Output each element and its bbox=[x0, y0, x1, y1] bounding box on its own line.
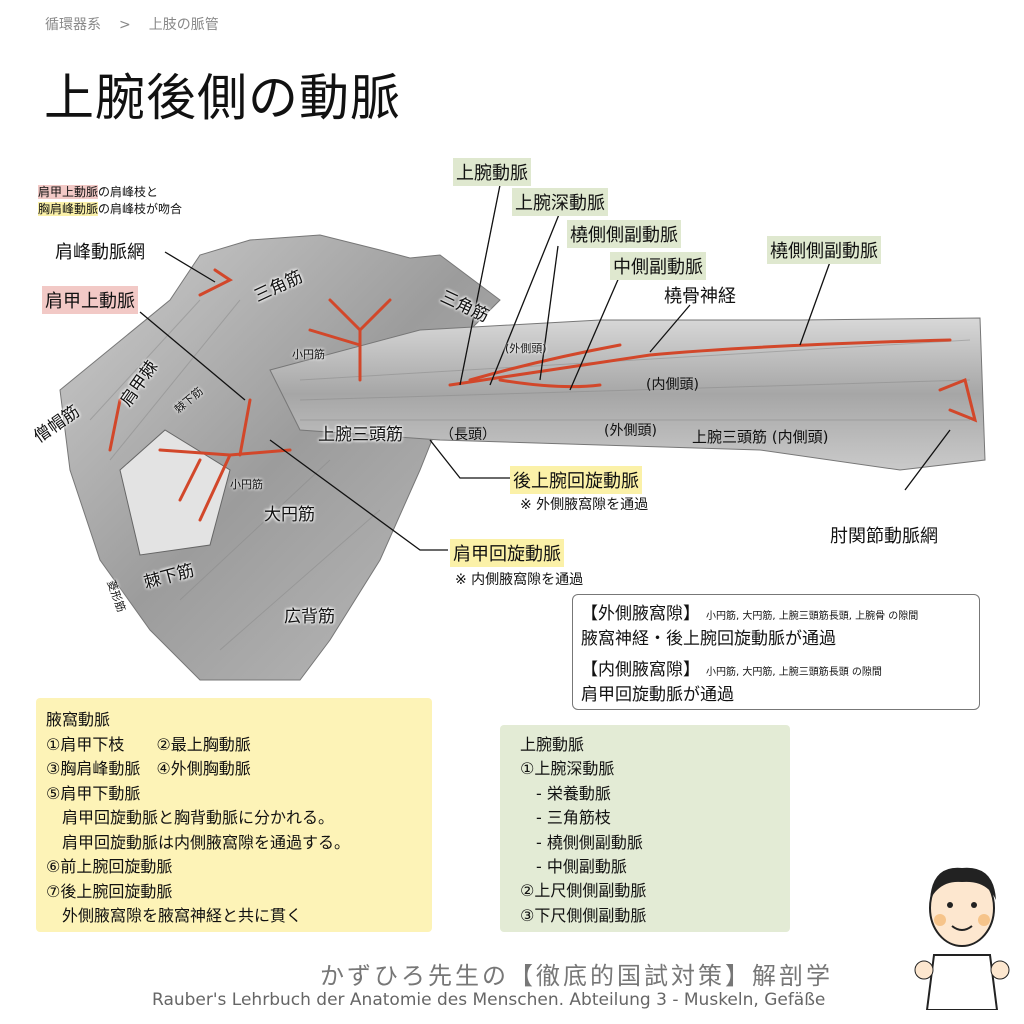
axillary-spaces-box: 【外側腋窩隙】小円筋, 大円筋, 上腕三頭筋長頭, 上腕骨 の隙間 腋窩神経・後… bbox=[572, 594, 980, 710]
list-item: 腋窩動脈 bbox=[46, 710, 111, 729]
note-medial-space: ※ 内側腋窩隙を通過 bbox=[455, 572, 584, 588]
label-radial-nerve: 橈骨神経 bbox=[664, 286, 736, 307]
list-item: - 三角筋枝 bbox=[520, 808, 611, 828]
axillary-artery-box: 腋窩動脈 ①肩甲下枝 ②最上胸動脈 ③胸肩峰動脈 ④外側胸動脈 ⑤肩甲下動脈 肩… bbox=[36, 698, 432, 932]
note-text: の肩峰枝と bbox=[98, 185, 159, 199]
label-suprascapular-artery: 肩甲上動脈 bbox=[42, 286, 138, 314]
brachial-artery-box: 上腕動脈 ①上腕深動脈 - 栄養動脈 - 三角筋枝 - 橈側側副動脈 - 中側副… bbox=[500, 725, 790, 932]
leader-lines bbox=[139, 184, 951, 551]
medial-space-pass: 肩甲回旋動脈が通過 bbox=[581, 685, 734, 705]
muscle-lateral-head: (外側頭) bbox=[505, 342, 547, 355]
muscle-teres-major: 大円筋 bbox=[264, 505, 315, 525]
muscle-triceps: 上腕三頭筋 bbox=[318, 425, 403, 445]
list-item: ③胸肩峰動脈 ④外側胸動脈 bbox=[46, 759, 251, 778]
label-deep-brachial-artery: 上腕深動脈 bbox=[512, 188, 608, 216]
list-item: 肩甲回旋動脈は内側腋窩隙を通過する。 bbox=[46, 832, 351, 852]
label-middle-collateral-artery: 中側副動脈 bbox=[610, 252, 706, 280]
label-elbow-network: 肘関節動脈網 bbox=[830, 526, 938, 547]
muscle-lateral-head: (外側頭) bbox=[604, 423, 657, 439]
label-acromial-network: 肩峰動脈網 bbox=[55, 242, 145, 263]
muscle-long-head: （長頭） bbox=[440, 427, 496, 443]
list-item: ②上尺側側副動脈 bbox=[520, 881, 647, 901]
anastomosis-note: 肩甲上動脈の肩峰枝と 胸肩峰動脈の肩峰枝が吻合 bbox=[38, 184, 182, 218]
muscle-teres-minor: 小円筋 bbox=[230, 478, 263, 491]
muscle-teres-minor: 小円筋 bbox=[292, 348, 325, 361]
list-item: - 中側副動脈 bbox=[520, 857, 627, 877]
artery-network bbox=[108, 268, 978, 522]
breadcrumb: 循環器系 > 上肢の脈管 bbox=[45, 14, 237, 34]
muscle-latissimus: 広背筋 bbox=[284, 607, 335, 627]
list-item: 肩甲回旋動脈と胸背動脈に分かれる。 bbox=[46, 808, 335, 827]
list-item: ①上腕深動脈 bbox=[520, 759, 615, 779]
muscle-triceps-medial: 上腕三頭筋 (内側頭) bbox=[692, 428, 829, 446]
list-item: 上腕動脈 bbox=[520, 735, 585, 754]
list-item: ⑦後上腕回旋動脈 bbox=[46, 881, 173, 901]
list-item: ⑤肩甲下動脈 bbox=[46, 783, 141, 803]
medial-space-desc: 小円筋, 大円筋, 上腕三頭筋長頭 の隙間 bbox=[706, 667, 882, 678]
muscle-medial-head: (内側頭) bbox=[646, 377, 699, 393]
list-item: 外側腋窩隙を腋窩神経と共に貫く bbox=[46, 906, 303, 925]
medial-space-title: 【内側腋窩隙】 bbox=[581, 660, 700, 680]
breadcrumb-separator: > bbox=[119, 17, 131, 33]
lateral-space-title: 【外側腋窩隙】 bbox=[581, 604, 700, 624]
label-posterior-circumflex-humeral: 後上腕回旋動脈 bbox=[510, 466, 642, 494]
author-avatar bbox=[914, 867, 1010, 1010]
lateral-space-pass: 腋窩神経・後上腕回旋動脈が通過 bbox=[581, 629, 836, 649]
label-radial-collateral-artery: 橈側側副動脈 bbox=[567, 220, 681, 248]
lateral-space-desc: 小円筋, 大円筋, 上腕三頭筋長頭, 上腕骨 の隙間 bbox=[706, 611, 919, 622]
source-credit: Rauber's Lehrbuch der Anatomie des Mensc… bbox=[152, 990, 826, 1010]
label-brachial-artery: 上腕動脈 bbox=[453, 158, 531, 186]
list-item: ①肩甲下枝 ②最上胸動脈 bbox=[46, 734, 251, 754]
list-item: - 橈側側副動脈 bbox=[520, 832, 643, 852]
label-circumflex-scapular: 肩甲回旋動脈 bbox=[450, 539, 564, 567]
breadcrumb-item[interactable]: 循環器系 bbox=[45, 17, 101, 33]
list-item: ③下尺側側副動脈 bbox=[520, 905, 647, 925]
infraspinatus-fossa bbox=[119, 429, 231, 556]
note-highlight: 肩甲上動脈 bbox=[38, 185, 99, 199]
series-title: かずひろ先生の【徹底的国試対策】解剖学 bbox=[320, 962, 833, 990]
page-title: 上腕後側の動脈 bbox=[44, 69, 401, 127]
breadcrumb-item[interactable]: 上肢の脈管 bbox=[148, 17, 219, 33]
note-highlight: 胸肩峰動脈 bbox=[38, 202, 99, 216]
note-text: の肩峰枝が吻合 bbox=[98, 202, 183, 216]
list-item: - 栄養動脈 bbox=[520, 783, 611, 803]
label-radial-collateral-artery-2: 橈側側副動脈 bbox=[767, 236, 881, 264]
note-lateral-space: ※ 外側腋窩隙を通過 bbox=[520, 497, 649, 513]
upper-arm bbox=[269, 317, 986, 471]
list-item: ⑥前上腕回旋動脈 bbox=[46, 857, 173, 876]
